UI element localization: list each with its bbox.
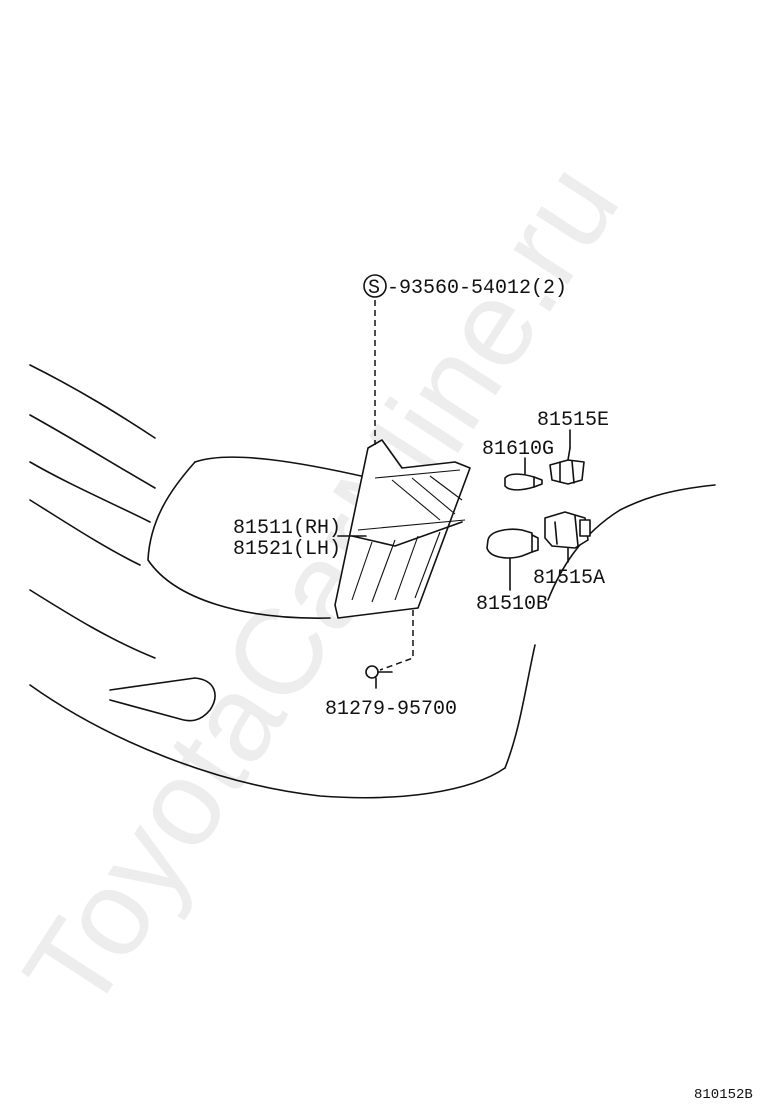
clip-part — [365, 665, 393, 689]
lamp-rh-part-number: 81511(RH) — [233, 517, 341, 540]
large-bulb-part-number: 81510B — [476, 593, 548, 616]
corner-lamp-assembly — [334, 439, 471, 619]
clip-leader-line — [379, 610, 414, 671]
screw-symbol: S — [368, 277, 380, 300]
screw-symbol-circle — [363, 274, 387, 298]
car-body-outline — [29, 364, 716, 799]
socket-e-part-number: 81515E — [537, 409, 609, 432]
diagram-code: 810152B — [694, 1087, 753, 1103]
large-bulb-part — [486, 528, 539, 559]
socket-e-part — [549, 447, 585, 485]
socket-a-part-number: 81515A — [533, 567, 605, 590]
small-bulb-part-number: 81610G — [482, 438, 554, 461]
screw-part-number: -93560-54012(2) — [387, 277, 567, 300]
small-bulb-part — [504, 473, 543, 491]
socket-a-part — [544, 511, 591, 549]
lamp-lh-part-number: 81521(LH) — [233, 538, 341, 561]
clip-part-number: 81279-95700 — [325, 698, 457, 721]
